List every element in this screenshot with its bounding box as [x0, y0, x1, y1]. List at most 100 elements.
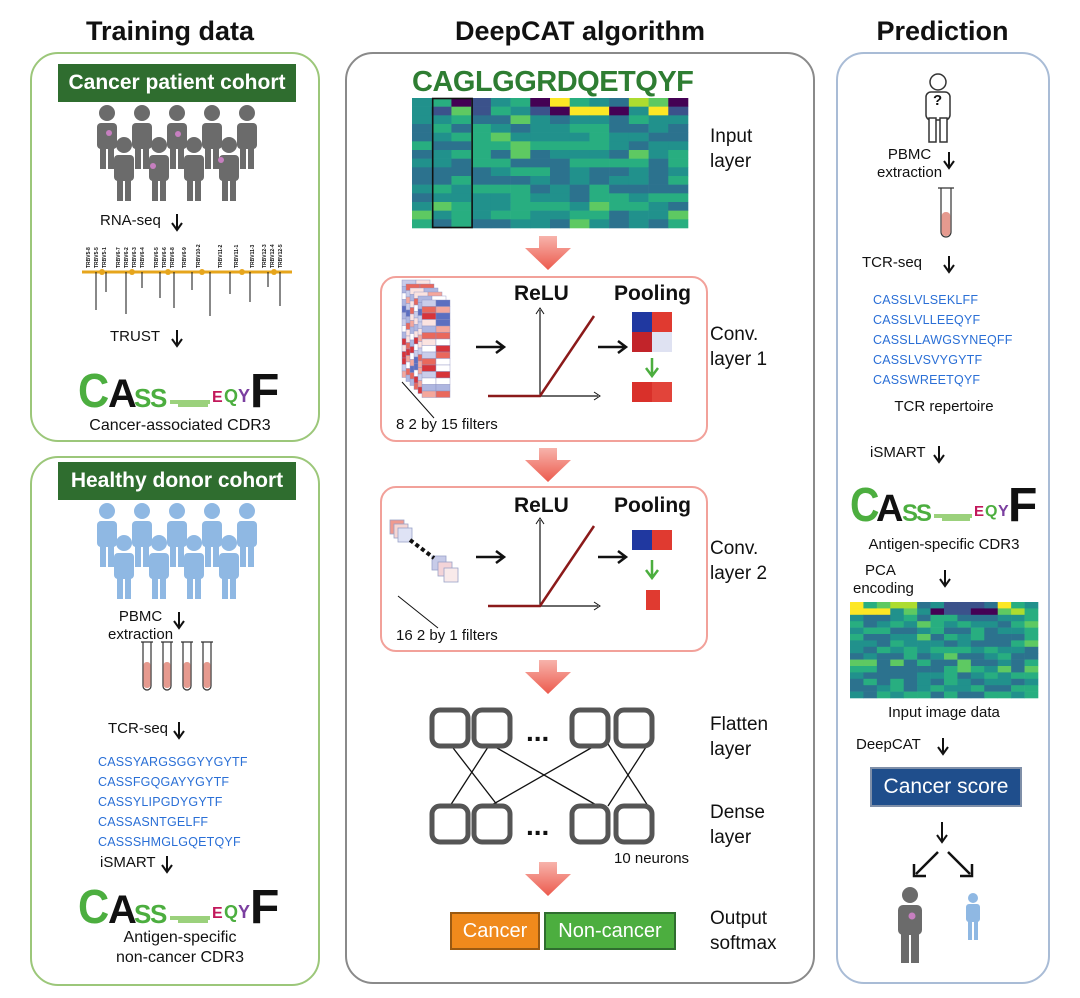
filter-cell	[421, 358, 437, 366]
heatmap-cell	[530, 98, 551, 107]
heatmap-cell	[530, 141, 551, 151]
heatmap-cell	[550, 158, 571, 168]
filter-cell	[435, 390, 451, 398]
heatmap-cell	[628, 210, 649, 220]
heatmap-cell	[890, 608, 905, 616]
relu-graph-1	[488, 307, 601, 401]
heatmap-cell	[510, 141, 531, 151]
heatmap-cell	[431, 219, 452, 229]
arrow-down-icon	[943, 256, 955, 274]
heatmap-cell	[876, 659, 891, 667]
heatmap-cell	[550, 202, 571, 211]
heatmap-cell	[1011, 627, 1025, 635]
red-arrow-icon	[525, 660, 571, 694]
neurons-label: 10 neurons	[614, 850, 690, 867]
heatmap-cell	[451, 141, 472, 151]
heatmap-cell	[510, 167, 531, 177]
heatmap-cell	[609, 150, 630, 159]
heatmap-cell	[490, 202, 511, 211]
filters2-label: 16 2 by 1 filters	[396, 627, 498, 644]
heatmap-cell	[984, 659, 999, 667]
heatmap-cell	[890, 672, 905, 680]
svg-text:Y: Y	[238, 386, 250, 406]
arrow-down-icon	[936, 822, 948, 844]
filter-cell	[421, 338, 437, 346]
heatmap-cell	[1011, 659, 1025, 667]
heatmap-cell	[648, 210, 669, 220]
conv2-label: Conv. layer 2	[710, 536, 767, 586]
relu-graph-2	[488, 517, 601, 611]
heatmap-cell	[412, 98, 433, 107]
heatmap-cell	[530, 132, 551, 142]
heatmap-cell	[589, 210, 610, 220]
tcr-repertoire-label: TCR repertoire	[894, 398, 994, 415]
heatmap-cell	[668, 202, 689, 211]
filter-stack-line	[397, 595, 439, 629]
heatmap-cell	[569, 167, 590, 177]
heatmap-cell	[930, 653, 945, 660]
heatmap-cell	[510, 115, 531, 125]
filter-cell	[421, 306, 437, 314]
heatmap-cell	[970, 608, 985, 616]
pbmc-extraction-label: PBMC extraction	[108, 608, 173, 644]
trust-label: TRUST	[110, 328, 160, 345]
heatmap-cell	[944, 608, 958, 616]
heatmap-cell	[589, 176, 610, 185]
heatmap-cell	[1024, 640, 1039, 648]
filter-sheet	[421, 299, 451, 398]
heatmap-cell	[431, 124, 452, 133]
heatmap-cell	[668, 210, 689, 220]
rnaseq-label: RNA-seq	[100, 212, 161, 229]
test-tubes-icon	[141, 641, 213, 691]
pooling-label-2: Pooling	[614, 494, 691, 517]
heatmap-cell	[609, 184, 630, 194]
arrow-right-icon	[476, 340, 507, 354]
arrow-right-icon	[598, 340, 629, 354]
red-arrow-icon	[525, 862, 571, 896]
heatmap-cell	[412, 193, 433, 203]
heatmap-cell	[569, 158, 590, 168]
heatmap-cell	[970, 685, 985, 692]
heatmap-cell	[903, 691, 918, 699]
heatmap-cell	[668, 184, 689, 194]
heatmap-cell	[917, 614, 931, 622]
heatmap-cell	[530, 106, 551, 116]
cancer-score-box: Cancer score	[870, 767, 1022, 807]
heatmap-cell	[863, 691, 878, 699]
heatmap-cell	[944, 691, 958, 699]
heatmap-cell	[1024, 672, 1039, 680]
heatmap-cell	[876, 640, 891, 648]
filter-cell	[435, 312, 451, 320]
heatmap-cell	[970, 678, 985, 686]
heatmap-cell	[863, 627, 878, 635]
relu-label-1: ReLU	[514, 282, 569, 305]
noncancer-output: Non-cancer	[544, 912, 676, 950]
heatmap-cell	[628, 202, 649, 211]
heatmap-cell	[431, 176, 452, 185]
heatmap-cell	[530, 210, 551, 220]
heatmap-cell	[1011, 608, 1025, 616]
heatmap-cell	[550, 167, 571, 177]
heatmap-cell	[471, 219, 492, 229]
heatmap-cell	[1011, 640, 1025, 648]
heatmap-cell	[1011, 653, 1025, 660]
heatmap-cell	[984, 653, 999, 660]
heatmap-cell	[876, 685, 891, 692]
heatmap-cell	[412, 158, 433, 168]
conv-layer-2-box	[380, 486, 708, 652]
split-arrows-icon	[912, 851, 974, 878]
heatmap-cell	[890, 634, 905, 641]
heatmap-cell	[451, 210, 472, 220]
svg-text:S: S	[134, 899, 151, 929]
heatmap-cell	[903, 678, 918, 686]
heatmap-cell	[490, 158, 511, 168]
heatmap-cell	[589, 115, 610, 125]
heatmap-cell	[628, 132, 649, 142]
heatmap-cell	[876, 691, 891, 699]
heatmap-cell	[930, 614, 945, 622]
heatmap-cell	[1011, 602, 1025, 609]
flatten-layer-label: Flatten layer	[710, 712, 768, 762]
heatmap-cell	[1024, 685, 1039, 692]
heatmap-cell	[490, 141, 511, 151]
label-line: Conv.	[710, 538, 759, 559]
